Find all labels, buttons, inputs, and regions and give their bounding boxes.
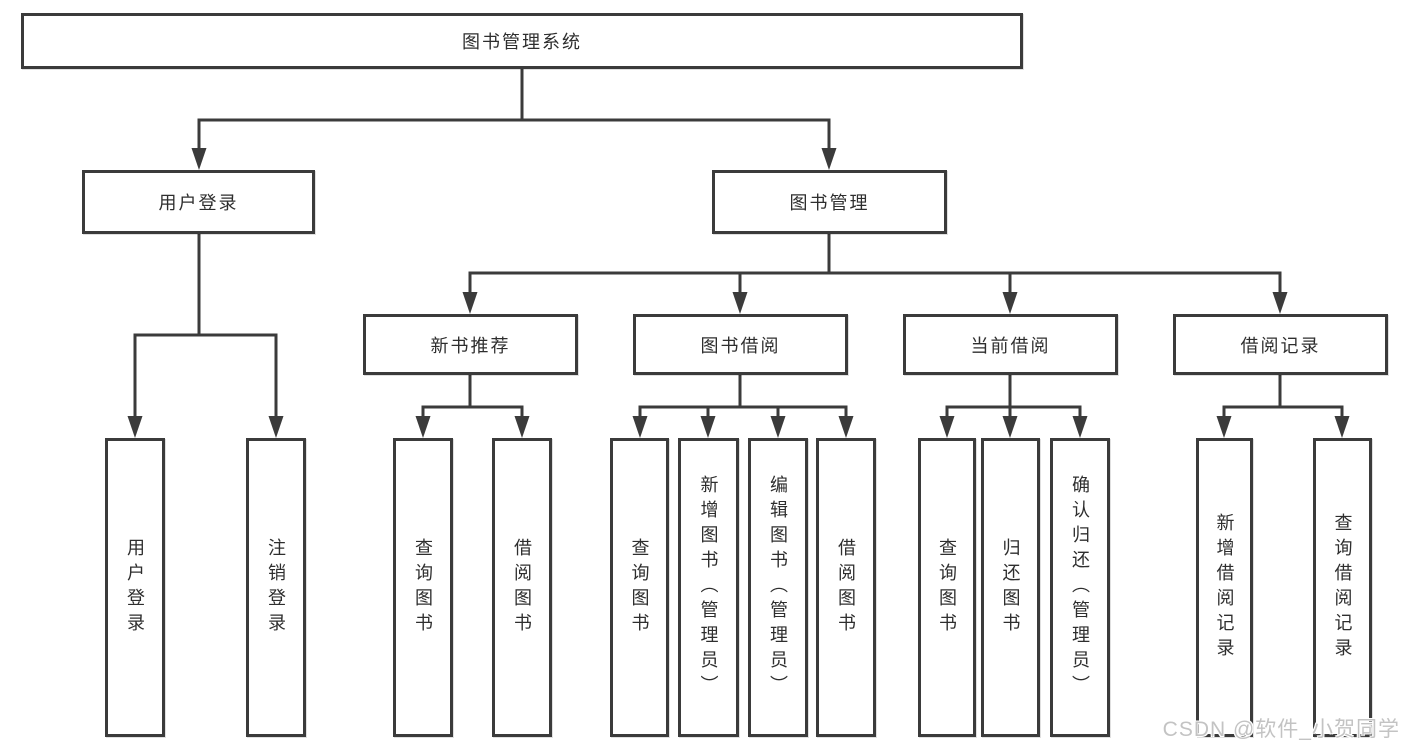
leaf-label: 用户登录	[125, 537, 145, 638]
leaf-logout: 注销登录	[246, 438, 306, 737]
connector-arrow	[191, 148, 837, 170]
node-root-system: 图书管理系统	[21, 13, 1023, 69]
leaf-label: 新增借阅记录	[1214, 512, 1235, 663]
leaf-label: 查询图书	[629, 537, 650, 638]
connector-arrow	[1216, 416, 1350, 438]
node-borrow-records: 借阅记录	[1173, 314, 1388, 375]
node-label: 当前借阅	[970, 335, 1051, 356]
leaf-query-book: 查询图书	[610, 438, 669, 737]
leaf-confirm-return-admin: 确认归还（管理员）	[1050, 438, 1110, 737]
node-label: 借阅记录	[1240, 335, 1321, 356]
node-label: 用户登录	[158, 193, 239, 213]
leaf-add-book-admin: 新增图书（管理员）	[678, 438, 739, 737]
connector-arrow	[127, 416, 284, 438]
node-user-login: 用户登录	[82, 170, 315, 234]
node-label: 新书推荐	[430, 335, 511, 356]
leaf-query-book: 查询图书	[393, 438, 453, 737]
leaf-borrow-book: 借阅图书	[816, 438, 876, 737]
leaf-label: 查询图书	[937, 537, 957, 638]
leaf-query-borrow-record: 查询借阅记录	[1313, 438, 1372, 737]
leaf-label: 查询借阅记录	[1332, 512, 1353, 663]
node-current-borrowing: 当前借阅	[903, 314, 1118, 375]
leaf-label: 查询图书	[413, 537, 433, 638]
leaf-edit-book-admin: 编辑图书（管理员）	[748, 438, 808, 737]
node-book-borrowing: 图书借阅	[633, 314, 848, 375]
node-label: 图书借阅	[700, 335, 781, 356]
connector-arrow	[462, 292, 1288, 314]
leaf-label: 编辑图书（管理员）	[768, 475, 788, 700]
node-root-label: 图书管理系统	[462, 32, 582, 52]
leaf-label: 归还图书	[1000, 537, 1021, 638]
node-label: 图书管理	[789, 193, 870, 213]
leaf-return-book: 归还图书	[981, 438, 1040, 737]
leaf-label: 借阅图书	[836, 537, 856, 638]
leaf-user-login: 用户登录	[105, 438, 165, 737]
leaf-label: 借阅图书	[512, 537, 532, 638]
connector-arrow	[939, 416, 1088, 438]
leaf-query-book: 查询图书	[918, 438, 976, 737]
leaf-label: 注销登录	[266, 537, 286, 638]
leaf-borrow-book: 借阅图书	[492, 438, 552, 737]
leaf-label: 新增图书（管理员）	[698, 475, 719, 700]
node-new-book-recommend: 新书推荐	[363, 314, 578, 375]
csdn-watermark: CSDN @软件_小贺同学	[1162, 718, 1400, 741]
node-book-management: 图书管理	[712, 170, 947, 234]
leaf-label: 确认归还（管理员）	[1070, 475, 1090, 700]
leaf-add-borrow-record: 新增借阅记录	[1196, 438, 1253, 737]
connector-arrow	[415, 416, 530, 438]
connector-arrow	[632, 416, 854, 438]
